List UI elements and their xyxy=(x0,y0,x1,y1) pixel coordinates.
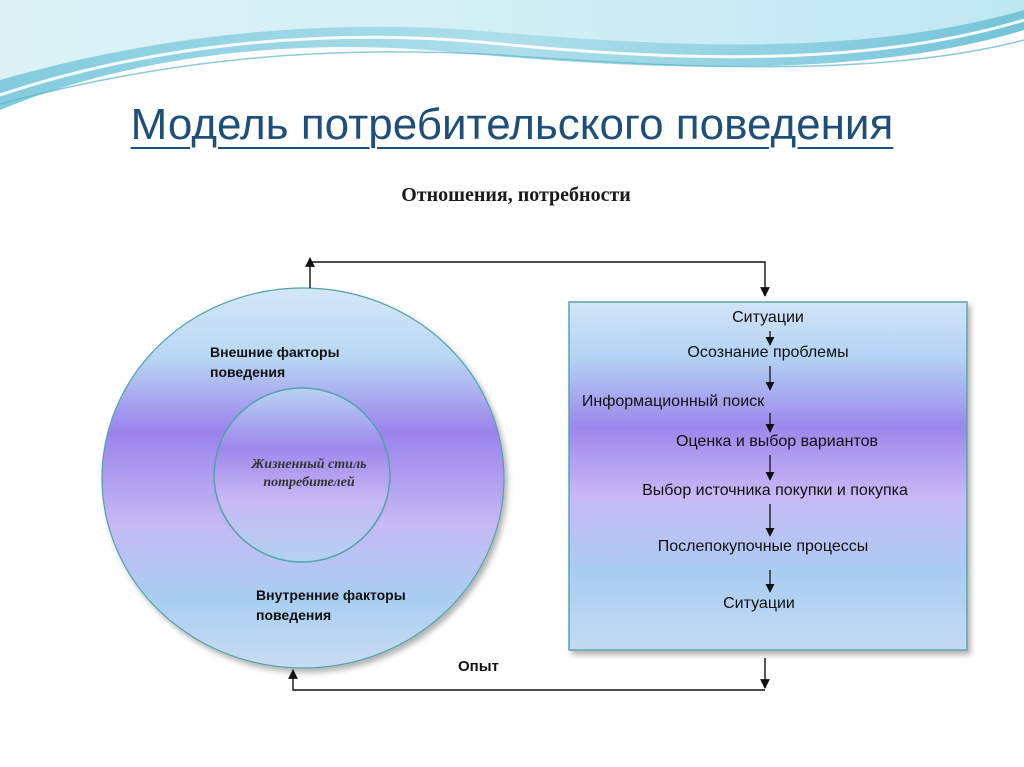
header-wave-decoration xyxy=(0,0,1024,110)
process-step-purchase: Выбор источника покупки и покупка xyxy=(642,482,908,499)
page-title: Модель потребительского поведения xyxy=(130,100,894,149)
process-step-evaluation: Оценка и выбор вариантов xyxy=(676,433,878,450)
process-step-problem-awareness: Осознание проблемы xyxy=(687,344,849,361)
experience-feedback-arrow xyxy=(288,658,770,691)
lifestyle-label: Жизненный стиль потребителей xyxy=(251,457,367,490)
top-connector-arrow xyxy=(305,257,770,297)
process-step-post-purchase: Послепокупочные процессы xyxy=(657,538,869,555)
diagram-subtitle: Отношения, потребности xyxy=(401,184,631,206)
process-step-info-search: Информационный поиск xyxy=(581,393,765,410)
experience-label: Опыт xyxy=(458,658,499,675)
process-step-situations-end: Ситуации xyxy=(723,595,795,612)
process-step-situations-start: Ситуации xyxy=(732,309,804,326)
external-factors-label: Внешние факторы поведения xyxy=(210,344,340,380)
lifestyle-inner-circle xyxy=(213,387,391,563)
internal-factors-label: Внутренние факторы поведения xyxy=(256,587,406,623)
